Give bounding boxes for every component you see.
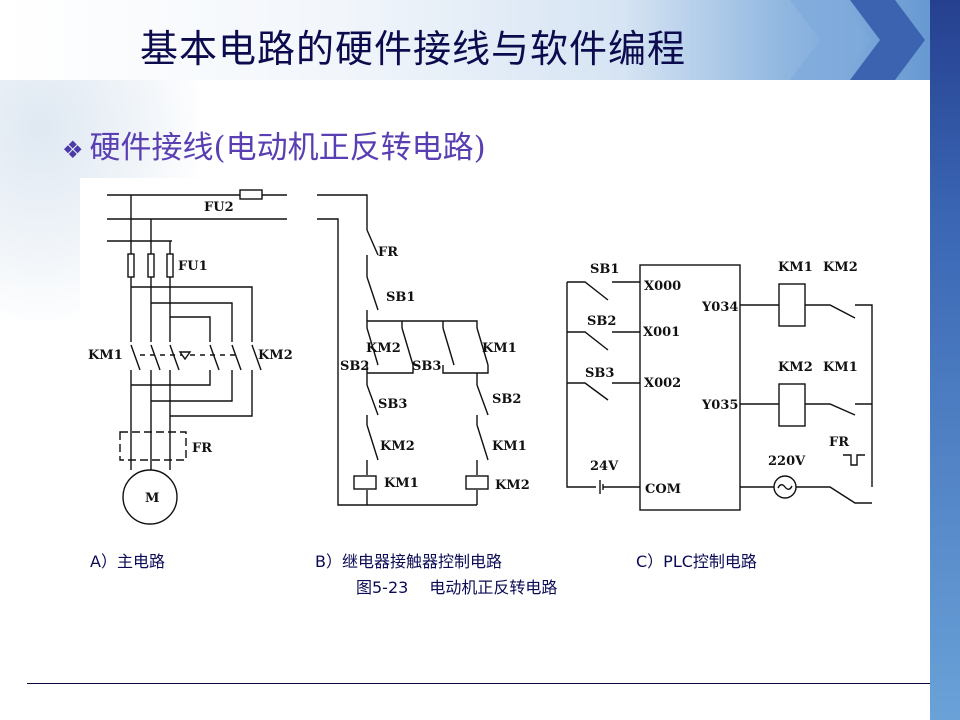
label-220v: 220V [768, 454, 806, 469]
label-fu1: FU1 [178, 259, 208, 274]
label-sb3: SB3 [412, 359, 441, 374]
label-km2-contact: KM2 [366, 341, 401, 356]
label-x002: X002 [644, 376, 681, 391]
label-km2-c: KM2 [823, 260, 858, 275]
plc-control-circuit [566, 264, 873, 511]
label-motor: M [145, 491, 159, 506]
label-km1-contact: KM1 [482, 341, 517, 356]
main-circuit [107, 189, 287, 525]
label-fr: FR [192, 441, 212, 456]
label-x000: X000 [644, 279, 681, 294]
label-24v: 24V [590, 459, 619, 474]
label-sb3-b: SB3 [378, 397, 407, 412]
right-accent-bar [930, 0, 960, 720]
label-km1-c: KM1 [823, 360, 858, 375]
label-coil-km1-c: KM1 [778, 260, 813, 275]
label-km1-b: KM1 [492, 439, 527, 454]
label-c-sb3: SB3 [585, 366, 614, 381]
slide-title: 基本电路的硬件接线与软件编程 [140, 27, 687, 71]
label-c-fr: FR [829, 435, 849, 450]
label-km2: KM2 [258, 348, 293, 363]
label-b-fr: FR [378, 245, 398, 260]
caption-b: B）继电器接触器控制电路 [315, 552, 502, 571]
label-coil-km1: KM1 [384, 476, 419, 491]
label-y034: Y034 [701, 300, 738, 315]
label-sb2: SB2 [340, 359, 369, 374]
subtitle-text: 硬件接线(电动机正反转电路) [89, 130, 486, 166]
label-c-sb2: SB2 [587, 314, 616, 329]
label-com: COM [645, 482, 681, 497]
label-c-sb1: SB1 [590, 262, 619, 277]
label-x001: X001 [643, 325, 680, 340]
figure-caption: 图5-23 电动机正反转电路 [356, 578, 558, 597]
label-y035: Y035 [701, 398, 738, 413]
label-km2-b: KM2 [380, 439, 415, 454]
relay-control-circuit [317, 194, 489, 506]
bullet-icon: ❖ [62, 136, 84, 164]
label-sb1: SB1 [386, 290, 415, 305]
label-coil-km2: KM2 [495, 478, 530, 493]
label-coil-km2-c: KM2 [778, 360, 813, 375]
slide-subtitle: ❖硬件接线(电动机正反转电路) [62, 122, 486, 167]
caption-c: C）PLC控制电路 [636, 552, 757, 571]
header-chevrons [790, 0, 925, 80]
label-sb2-b: SB2 [492, 392, 521, 407]
footer-divider [27, 683, 930, 684]
caption-a: A）主电路 [90, 552, 165, 571]
label-km1: KM1 [88, 348, 123, 363]
label-fu2: FU2 [204, 200, 234, 215]
